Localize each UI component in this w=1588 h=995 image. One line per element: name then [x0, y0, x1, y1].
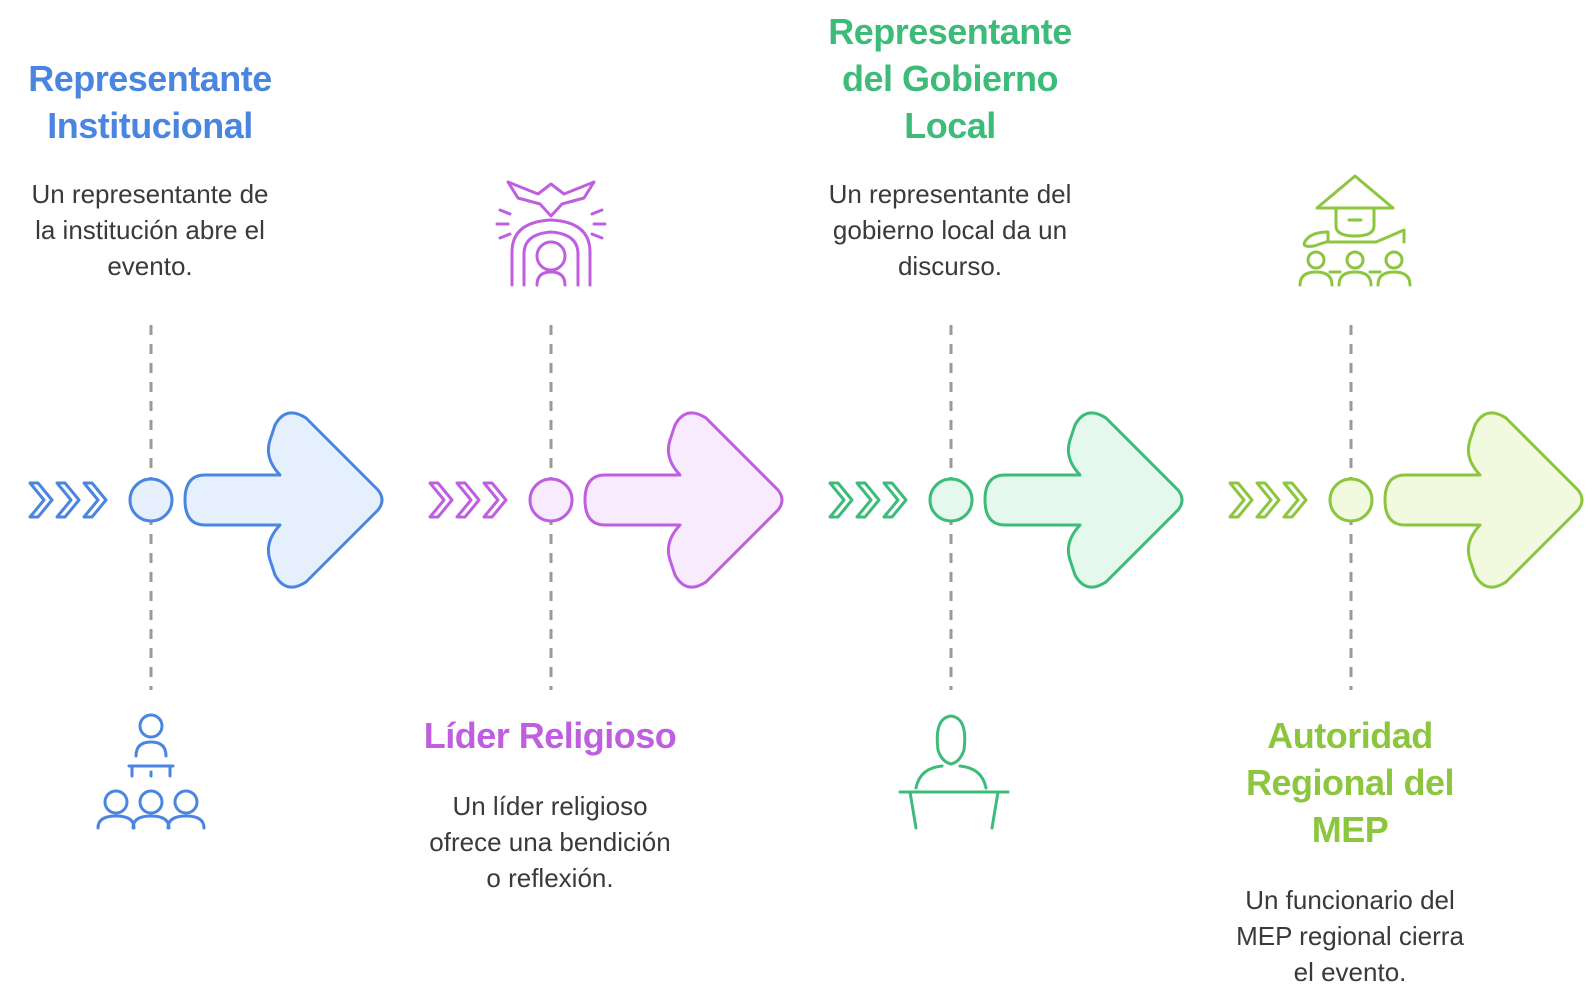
chevrons-icon [1228, 481, 1308, 519]
chevrons-icon [428, 481, 508, 519]
timeline-step-1: Representante Institucional Un represent… [0, 0, 400, 995]
step-description: Un representante de la institución abre … [31, 179, 269, 281]
step-title: Autoridad Regional del MEP [1245, 715, 1455, 850]
step-title: Líder Religioso [423, 715, 677, 756]
timeline-node [528, 477, 574, 523]
speaker-podium-icon [898, 714, 1010, 830]
timeline-node [128, 477, 174, 523]
chevrons-icon [828, 481, 908, 519]
timeline-track-segment [28, 325, 384, 690]
timeline-node [928, 477, 974, 523]
timeline-step-3: Representante del Gobierno Local Un repr… [800, 0, 1200, 995]
audience-podium-icon [96, 713, 206, 830]
timeline-step-4: Autoridad Regional del MEP Un funcionari… [1200, 0, 1588, 995]
arrow-shape [183, 411, 384, 589]
step-title: Representante Institucional [28, 58, 272, 146]
arrow-shape [983, 411, 1184, 589]
step-title: Representante del Gobierno Local [828, 11, 1072, 146]
arrow-shape [583, 411, 784, 589]
chevrons-icon [28, 481, 108, 519]
timeline-track-segment [428, 325, 784, 690]
timeline-track-segment [1228, 325, 1584, 690]
step-description: Un líder religioso ofrece una bendición … [429, 791, 671, 893]
official-with-people-icon [1298, 174, 1412, 287]
timeline-node [1328, 477, 1374, 523]
step-description: Un funcionario del MEP regional cierra e… [1236, 885, 1464, 987]
arrow-shape [1383, 411, 1584, 589]
step-description: Un representante del gobierno local da u… [828, 179, 1072, 281]
religious-figure-dove-icon [495, 180, 607, 287]
timeline-track-segment [828, 325, 1184, 690]
timeline-step-2: Líder Religioso Un líder religioso ofrec… [400, 0, 800, 995]
